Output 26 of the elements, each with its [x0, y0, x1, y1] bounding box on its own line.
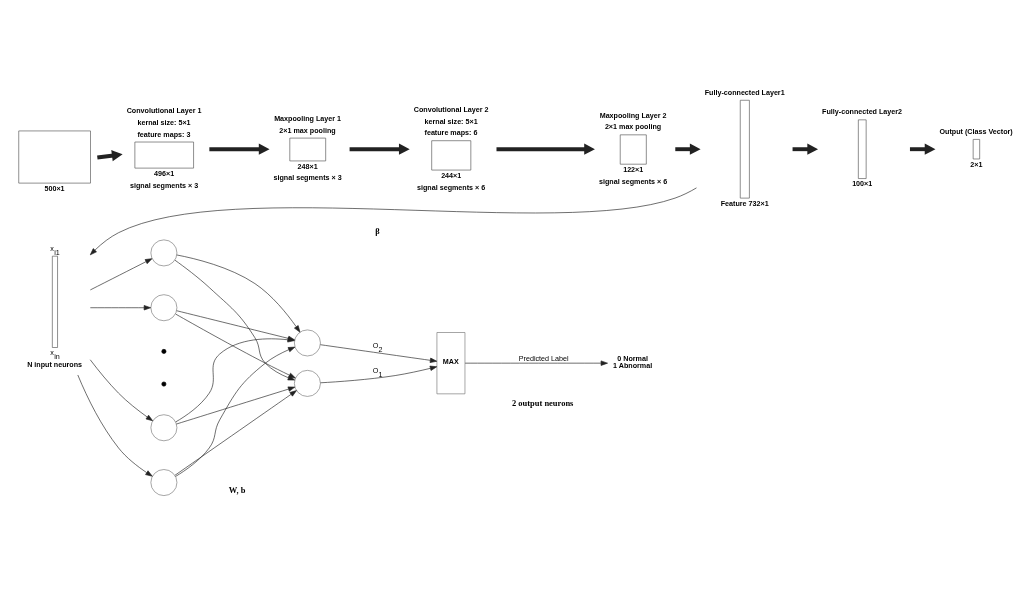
arrow — [174, 390, 297, 476]
arrow — [208, 143, 270, 155]
arrow — [174, 346, 295, 477]
arrow — [349, 143, 410, 155]
arrow — [674, 143, 701, 155]
arrow — [176, 254, 300, 333]
node-circle — [150, 294, 177, 322]
arrow — [89, 305, 151, 311]
label: β — [374, 225, 380, 236]
node-circle — [150, 469, 177, 496]
node-circle — [150, 414, 177, 442]
arrow — [319, 344, 437, 363]
label: 2 output neurons — [511, 397, 573, 408]
arrow — [89, 359, 153, 422]
arrow — [76, 374, 153, 477]
arrow — [89, 258, 152, 291]
arrow — [89, 187, 697, 256]
node-circle — [293, 329, 321, 357]
node-circle — [150, 239, 177, 267]
arrow — [496, 143, 595, 155]
arrow — [175, 386, 295, 425]
node-circle — [293, 370, 321, 397]
arrow — [319, 365, 437, 384]
arrow — [909, 143, 935, 155]
label: W, b — [228, 484, 245, 495]
arrow — [464, 360, 608, 366]
